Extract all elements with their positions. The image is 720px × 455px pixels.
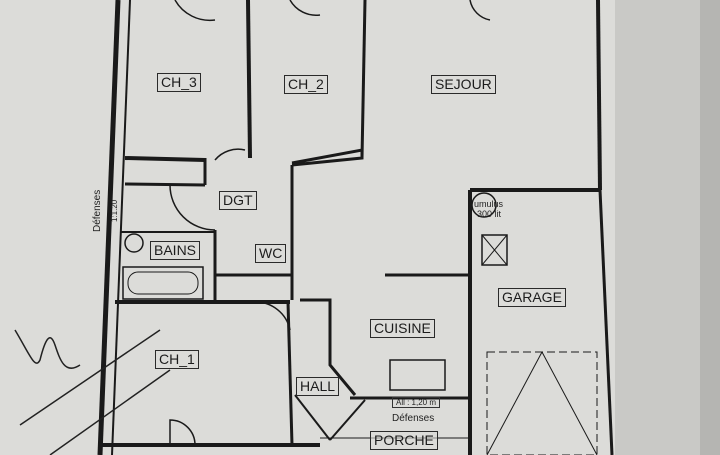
window-height-label: All : 1,20 m xyxy=(392,397,441,408)
room-label-cuisine: CUISINE xyxy=(370,319,435,338)
defenses-label-bottom: Défenses xyxy=(392,413,435,424)
room-label-garage: GARAGE xyxy=(498,288,566,307)
defenses-label-left: Défenses xyxy=(92,189,103,232)
room-label-ch1: CH_1 xyxy=(155,350,199,369)
cumulus-label: umulus xyxy=(474,199,504,209)
room-label-ch3: CH_3 xyxy=(157,73,201,92)
room-label-dgt: DGT xyxy=(219,191,257,210)
room-label-hall: HALL xyxy=(296,377,340,396)
room-label-sejour: SEJOUR xyxy=(431,75,496,94)
cumulus-capacity: 300 lit xyxy=(477,209,502,219)
room-label-bains: BAINS xyxy=(150,241,201,260)
room-label-ch2: CH_2 xyxy=(284,75,328,94)
room-label-wc: WC xyxy=(255,244,287,263)
left-window-height: 1:1.20 xyxy=(110,199,119,222)
room-label-porche: PORCHE xyxy=(370,431,438,450)
